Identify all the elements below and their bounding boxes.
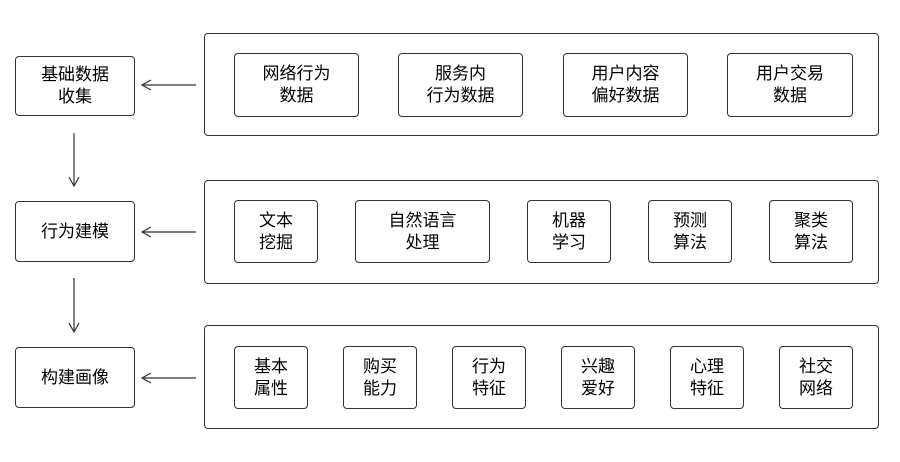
item-label: 网络行为 数据 [262,64,331,106]
stage-label: 行为建模 [41,221,109,242]
item-label: 行为 特征 [472,356,506,399]
item-label: 用户交易 数据 [756,64,824,106]
stage-behavior-modeling: 行为建模 [15,201,135,262]
item-label: 基本 属性 [254,356,288,399]
item-label: 兴趣 爱好 [581,356,615,399]
item-in-service-behavior-data: 服务内 行为数据 [398,53,523,117]
item-network-behavior-data: 网络行为 数据 [234,53,359,117]
item-label: 服务内 行为数据 [426,64,495,106]
item-label: 社交 网络 [799,356,833,399]
item-behavior-traits: 行为 特征 [452,346,526,409]
item-purchasing-power: 购买 能力 [343,346,417,409]
item-clustering-algorithm: 聚类 算法 [769,200,853,263]
item-label: 文本 挖掘 [259,210,293,253]
item-prediction-algorithm: 预测 算法 [648,200,732,263]
stage-label: 基础数据 收集 [41,65,109,107]
item-machine-learning: 机器 学习 [527,200,611,263]
stage-build-portrait: 构建画像 [15,347,135,408]
item-label: 用户内容 偏好数据 [591,64,660,106]
item-label: 机器 学习 [552,210,586,253]
item-label: 自然语言 处理 [388,210,457,253]
stage-data-collection: 基础数据 收集 [15,56,135,116]
portrait-dimensions-group [204,325,879,429]
item-label: 聚类 算法 [794,210,828,253]
item-nlp: 自然语言 处理 [355,200,490,263]
item-text-mining: 文本 挖掘 [234,200,318,263]
item-psychological-traits: 心理 特征 [670,346,744,409]
item-social-network: 社交 网络 [779,346,853,409]
item-label: 心理 特征 [690,356,724,399]
item-interests-hobbies: 兴趣 爱好 [561,346,635,409]
item-label: 预测 算法 [673,210,707,253]
item-transaction-data: 用户交易 数据 [727,53,853,117]
item-content-preference-data: 用户内容 偏好数据 [563,53,688,117]
stage-label: 构建画像 [41,367,109,388]
item-label: 购买 能力 [363,356,397,399]
item-basic-attributes: 基本 属性 [234,346,308,409]
